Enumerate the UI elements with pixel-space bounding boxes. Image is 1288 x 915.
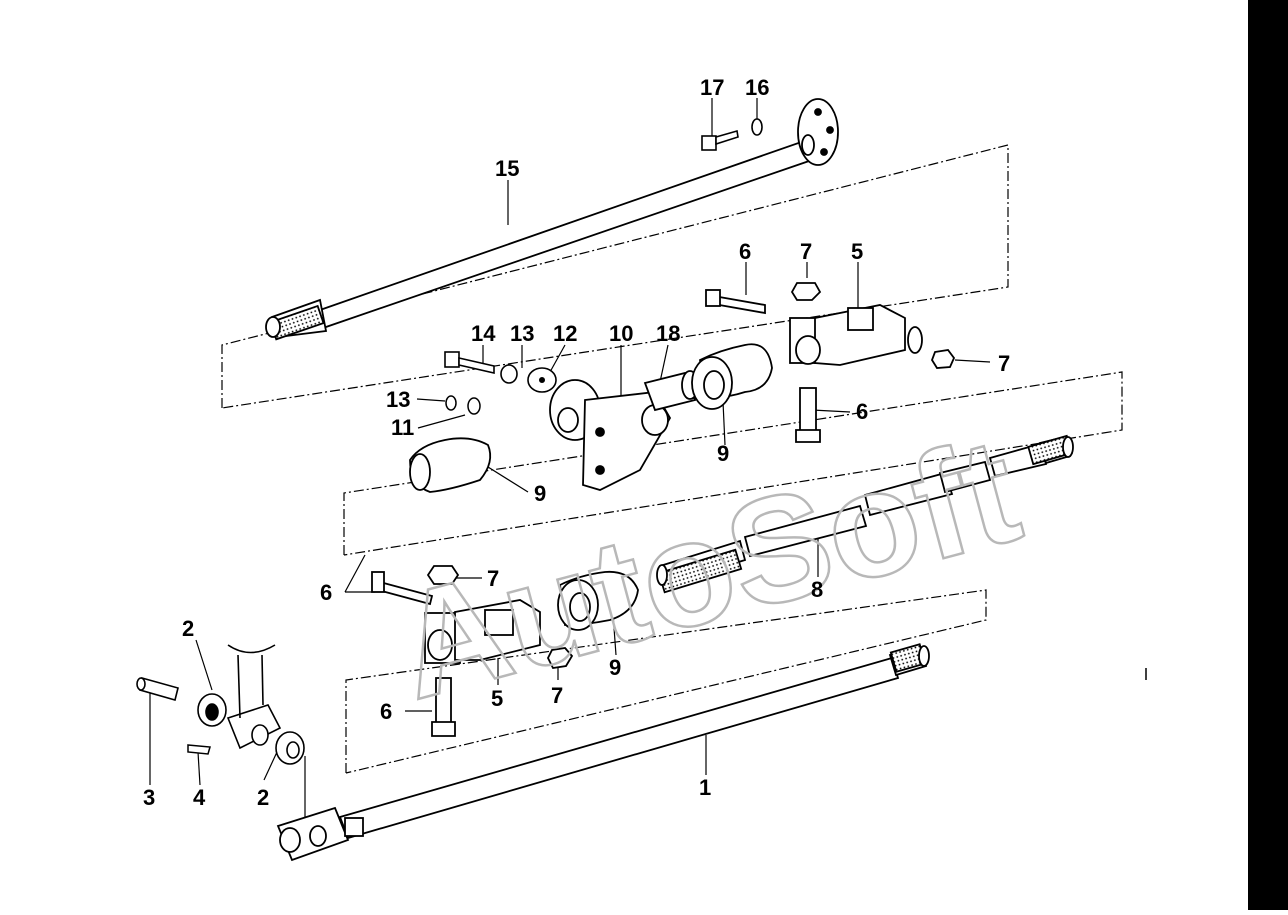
callout-9: 9 (609, 655, 621, 680)
callout-10: 10 (609, 321, 633, 346)
callout-7: 7 (487, 566, 499, 591)
bushing-2-right (275, 731, 305, 765)
callout-5: 5 (851, 239, 863, 264)
callout-9: 9 (717, 441, 729, 466)
callout-6: 6 (739, 239, 751, 264)
callout-2: 2 (182, 616, 194, 641)
callout-11: 11 (391, 415, 414, 440)
assembly-outlines (221, 144, 1123, 774)
washer-13-lower (445, 395, 457, 411)
callout-17: 17 (700, 75, 724, 100)
callout-12: 12 (553, 321, 577, 346)
callout-9: 9 (534, 481, 546, 506)
shaft-8 (656, 434, 1074, 594)
callout-7: 7 (800, 239, 812, 264)
black-margin-bar (1248, 0, 1288, 910)
callout-13: 13 (510, 321, 534, 346)
upper-universal-joint (705, 282, 956, 443)
bushing-2-left (197, 693, 227, 727)
boot-9-lower (557, 570, 639, 631)
callout-3: 3 (143, 785, 155, 810)
screw-4 (187, 744, 211, 755)
bracket-10 (549, 379, 672, 491)
bushing-18 (643, 370, 699, 412)
bolt-14 (444, 351, 495, 375)
callout-16: 16 (745, 75, 769, 100)
callout-13: 13 (386, 387, 410, 412)
callout-6: 6 (320, 580, 332, 605)
shaft-15 (265, 98, 839, 341)
callout-5: 5 (491, 686, 503, 711)
callout-14: 14 (471, 321, 496, 346)
callout-4: 4 (193, 785, 206, 810)
washer-16 (751, 118, 763, 136)
pin-3 (136, 676, 179, 701)
clip-11 (467, 397, 481, 415)
lower-universal-joint (371, 565, 574, 737)
boot-9-upper-right (691, 343, 773, 410)
boot-9-left (409, 437, 492, 493)
bolt-17 (701, 129, 739, 151)
callout-6: 6 (856, 399, 868, 424)
callout-15: 15 (495, 156, 519, 181)
callout-7: 7 (998, 351, 1010, 376)
callout-1: 1 (699, 775, 711, 800)
housing-bracket (226, 644, 282, 750)
leader-lines (149, 98, 991, 830)
callout-18: 18 (656, 321, 680, 346)
callout-7: 7 (551, 683, 563, 708)
callout-2: 2 (257, 785, 269, 810)
shaft-1 (276, 643, 930, 862)
callout-6: 6 (380, 699, 392, 724)
callout-8: 8 (811, 577, 823, 602)
callout-labels: 17 16 15 6 7 5 14 13 12 10 18 7 13 11 6 … (143, 75, 1010, 810)
washer-13-upper (500, 364, 518, 384)
